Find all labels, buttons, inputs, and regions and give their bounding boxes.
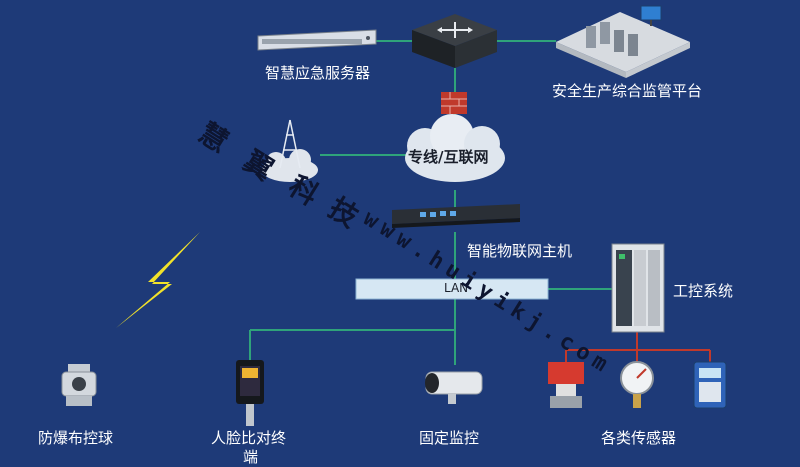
face-terminal-label-line2: 端 bbox=[243, 448, 259, 466]
rack-server-icon bbox=[257, 29, 377, 51]
ptz-camera-label: 防爆布控球 bbox=[38, 429, 114, 447]
cloud-label: 专线/互联网 bbox=[408, 148, 489, 166]
sensors-label: 各类传感器 bbox=[601, 429, 677, 447]
server-label: 智慧应急服务器 bbox=[265, 64, 371, 82]
plc-icon bbox=[611, 243, 665, 333]
handheld-meter-icon bbox=[693, 361, 727, 409]
sensor-icons bbox=[548, 361, 727, 409]
cloud-icon bbox=[405, 114, 505, 182]
lan-label: LAN bbox=[444, 281, 469, 295]
bullet-camera-icon bbox=[425, 371, 483, 404]
signal-tower-icon bbox=[262, 119, 318, 182]
face-terminal-icon bbox=[236, 360, 264, 426]
router-icon bbox=[412, 14, 497, 68]
sensor-links bbox=[565, 332, 711, 362]
iot-host-icon bbox=[392, 204, 520, 228]
industrial-label: 工控系统 bbox=[673, 282, 734, 300]
iot-host-label: 智能物联网主机 bbox=[467, 242, 573, 260]
flow-sensor-icon bbox=[548, 362, 584, 408]
platform-label: 安全生产综合监管平台 bbox=[552, 82, 703, 100]
pressure-gauge-icon bbox=[620, 361, 654, 408]
ptz-camera-icon bbox=[61, 364, 97, 406]
face-terminal-label-line1: 人脸比对终 bbox=[211, 429, 287, 447]
firewall-icon bbox=[441, 92, 467, 114]
monitoring-platform-icon bbox=[556, 5, 690, 78]
fixed-camera-label: 固定监控 bbox=[419, 429, 480, 447]
lan-bar bbox=[355, 278, 549, 300]
connection-lines bbox=[249, 40, 615, 365]
lightning-icon bbox=[116, 232, 200, 328]
